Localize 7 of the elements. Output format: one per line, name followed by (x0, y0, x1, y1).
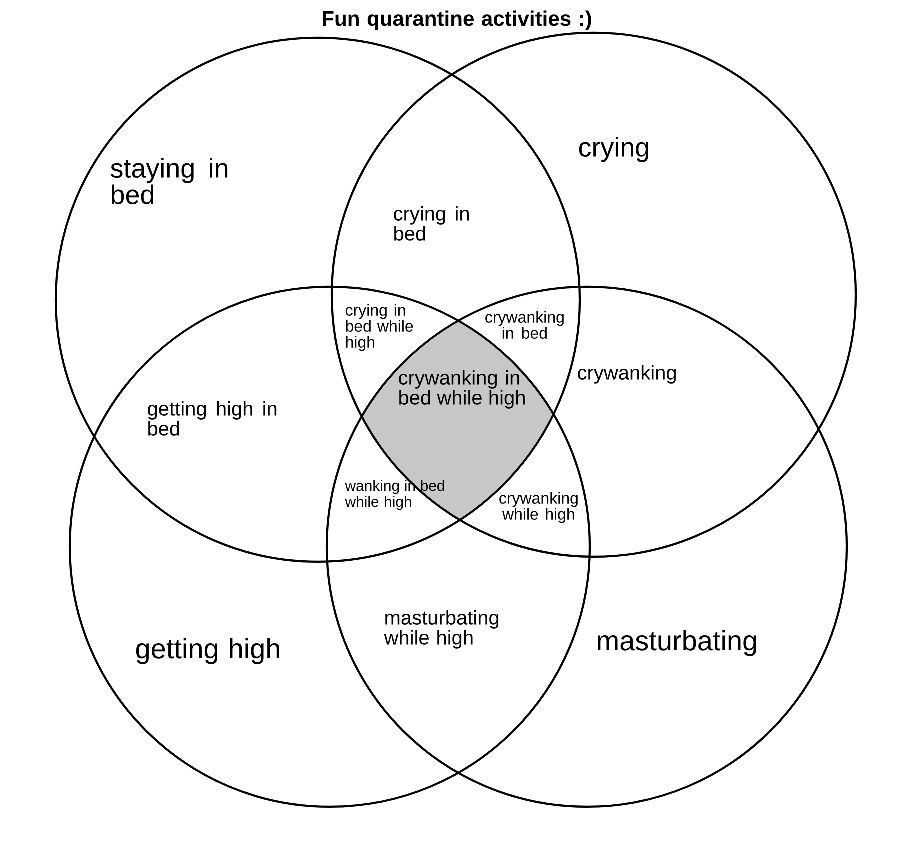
region-label: getting high in bed (148, 401, 277, 436)
region-label: crywanking in bed (486, 311, 564, 339)
region-label: masturbating while high (384, 610, 499, 649)
region-label: crywanking while high (500, 492, 578, 524)
title: Fun quarantine activities :) (323, 10, 592, 30)
region-label: crying in bed while high (346, 304, 414, 352)
region-label: crying in bed (394, 206, 469, 241)
